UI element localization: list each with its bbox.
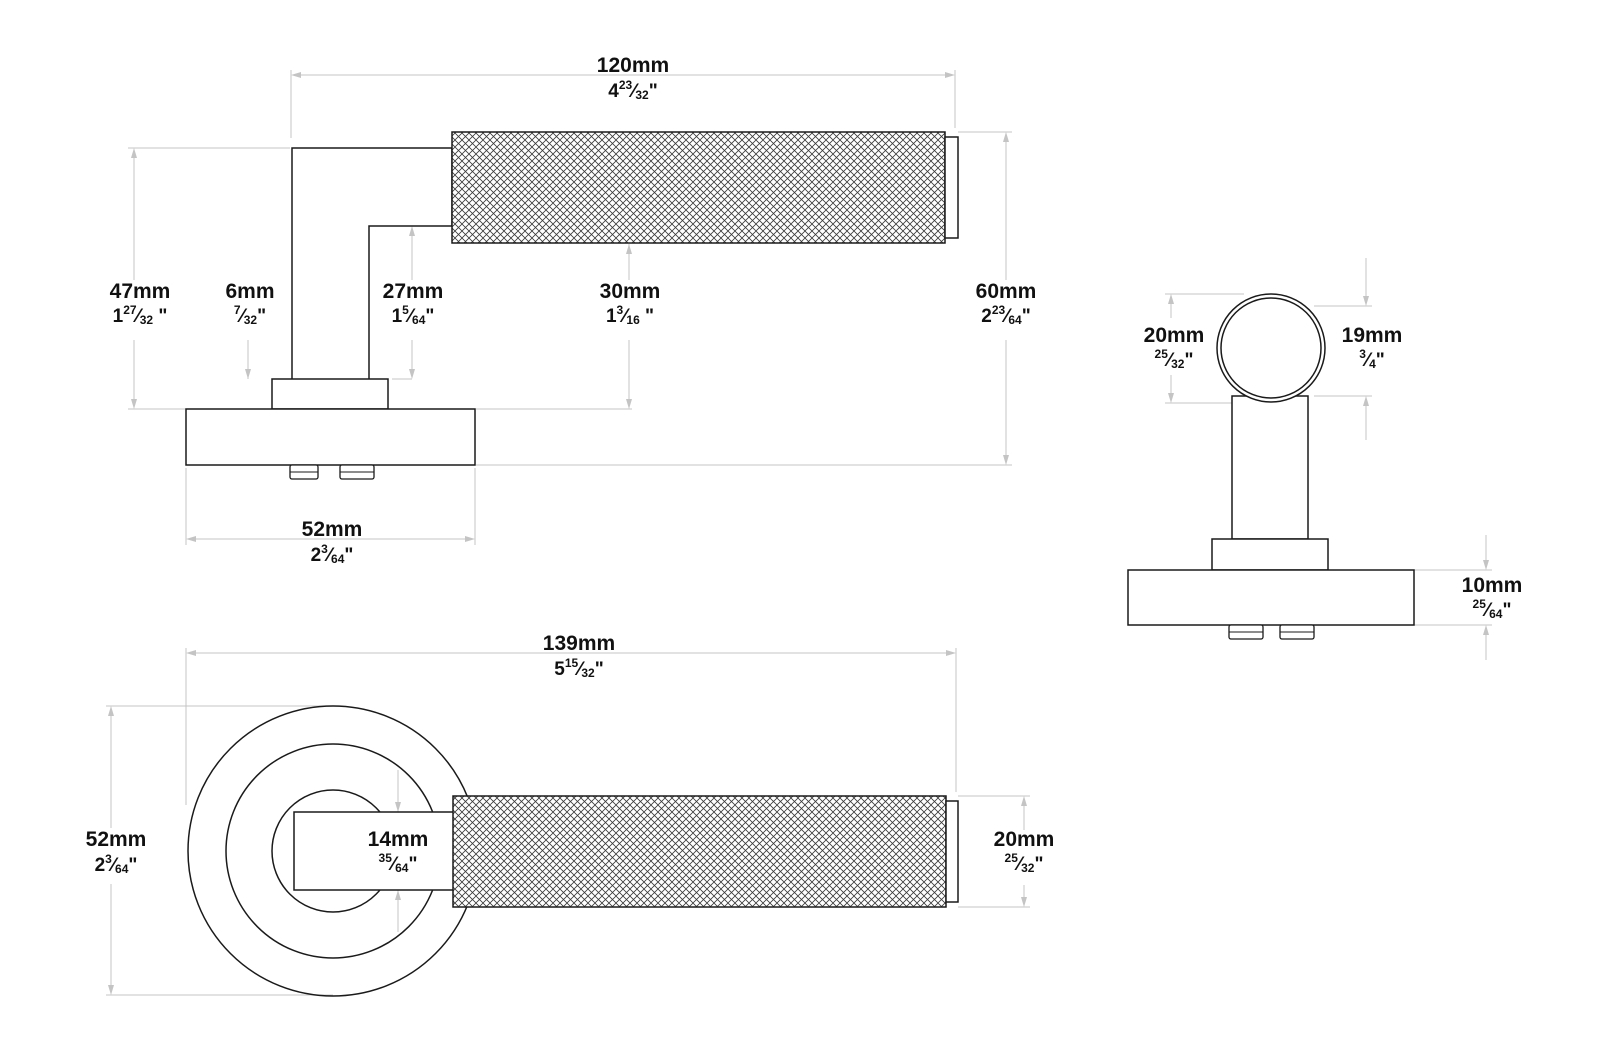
end-view: 20mm 25⁄32" 19mm 3⁄4" 10mm 25⁄64" — [1127, 258, 1523, 660]
label-139mm: 139mm 515⁄32" — [543, 632, 615, 680]
label-47mm: 47mm 127⁄32 " — [110, 280, 171, 327]
svg-text:20mm: 20mm — [1144, 324, 1205, 347]
label-20mm-grip-height: 20mm 25⁄32" — [1144, 324, 1205, 371]
svg-text:52mm: 52mm — [86, 828, 147, 851]
label-120mm: 120mm 423⁄32" — [597, 54, 669, 102]
svg-text:139mm: 139mm — [543, 632, 615, 655]
top-knurled-grip — [452, 795, 947, 908]
svg-text:223⁄64": 223⁄64" — [981, 303, 1031, 327]
svg-text:25⁄32": 25⁄32" — [1155, 347, 1194, 371]
top-view: 139mm 515⁄32" 52mm 23⁄64" 14mm 35⁄64" 20… — [86, 632, 1055, 997]
side-view: 120mm 423⁄32" 47mm 127⁄32 " 6mm 7⁄32" 27… — [110, 54, 1037, 566]
fixing-screws — [289, 464, 375, 480]
dimension-10mm-rose-thickness — [1414, 535, 1492, 660]
svg-text:3⁄4": 3⁄4" — [1359, 347, 1385, 371]
dimension-47mm — [128, 147, 290, 410]
label-10mm-rose-thickness: 10mm 25⁄64" — [1462, 574, 1523, 621]
svg-text:60mm: 60mm — [976, 280, 1037, 303]
svg-text:7⁄32": 7⁄32" — [234, 303, 266, 327]
svg-text:23⁄64": 23⁄64" — [95, 852, 138, 876]
dimension-20mm-grip-width — [958, 795, 1030, 908]
label-6mm: 6mm 7⁄32" — [225, 280, 274, 327]
dimension-19mm-grip-diameter — [1314, 258, 1372, 440]
end-rose-base — [1127, 569, 1415, 626]
svg-text:515⁄32": 515⁄32" — [554, 656, 604, 680]
dimension-60mm — [476, 131, 1012, 466]
svg-text:423⁄32": 423⁄32" — [608, 78, 658, 102]
svg-text:10mm: 10mm — [1462, 574, 1523, 597]
label-30mm: 30mm 13⁄16 " — [600, 280, 661, 327]
grip-end-circle — [1216, 293, 1326, 403]
knurled-grip — [451, 131, 946, 244]
svg-text:6mm: 6mm — [225, 280, 274, 303]
dimension-120mm — [290, 70, 956, 138]
dimension-52mm-rose — [185, 468, 476, 545]
rose-collar — [271, 378, 389, 410]
svg-text:52mm: 52mm — [302, 518, 363, 541]
svg-text:14mm: 14mm — [368, 828, 429, 851]
label-52mm-rose: 52mm 23⁄64" — [302, 518, 363, 566]
label-mm: 120mm — [597, 54, 669, 77]
label-27mm: 27mm 15⁄64" — [383, 280, 444, 327]
svg-text:23⁄64": 23⁄64" — [311, 542, 354, 566]
dimension-139mm — [185, 648, 957, 805]
svg-text:15⁄64": 15⁄64" — [392, 303, 435, 327]
dimension-14mm-stem — [395, 770, 401, 932]
lever-arm-outline — [291, 147, 453, 381]
dimension-30mm — [476, 244, 632, 410]
label-52mm-rose-diameter: 52mm 23⁄64" — [86, 828, 147, 876]
dimension-52mm-rose-diameter — [106, 705, 333, 996]
svg-text:25⁄64": 25⁄64" — [1473, 597, 1512, 621]
svg-text:20mm: 20mm — [994, 828, 1055, 851]
dimension-20mm-grip-height — [1165, 293, 1244, 404]
svg-text:13⁄16 ": 13⁄16 " — [606, 303, 654, 327]
top-stem — [293, 811, 455, 891]
svg-text:30mm: 30mm — [600, 280, 661, 303]
svg-text:35⁄64": 35⁄64" — [379, 851, 418, 875]
label-19mm-grip-diameter: 19mm 3⁄4" — [1342, 324, 1403, 371]
svg-text:27mm: 27mm — [383, 280, 444, 303]
svg-text:127⁄32 ": 127⁄32 " — [113, 303, 168, 327]
end-collar — [1211, 538, 1329, 571]
svg-text:19mm: 19mm — [1342, 324, 1403, 347]
svg-text:47mm: 47mm — [110, 280, 171, 303]
label-14mm-stem: 14mm 35⁄64" — [368, 828, 429, 875]
end-stem — [1231, 395, 1309, 540]
label-20mm-grip-width: 20mm 25⁄32" — [994, 828, 1055, 875]
rose-base — [185, 408, 476, 466]
grip-end-inner-circle — [1220, 297, 1322, 399]
label-60mm: 60mm 223⁄64" — [976, 280, 1037, 327]
svg-text:25⁄32": 25⁄32" — [1005, 851, 1044, 875]
grip-end-cap — [944, 136, 959, 239]
top-grip-end-cap — [945, 800, 959, 903]
end-fixing-screws — [1228, 624, 1315, 640]
